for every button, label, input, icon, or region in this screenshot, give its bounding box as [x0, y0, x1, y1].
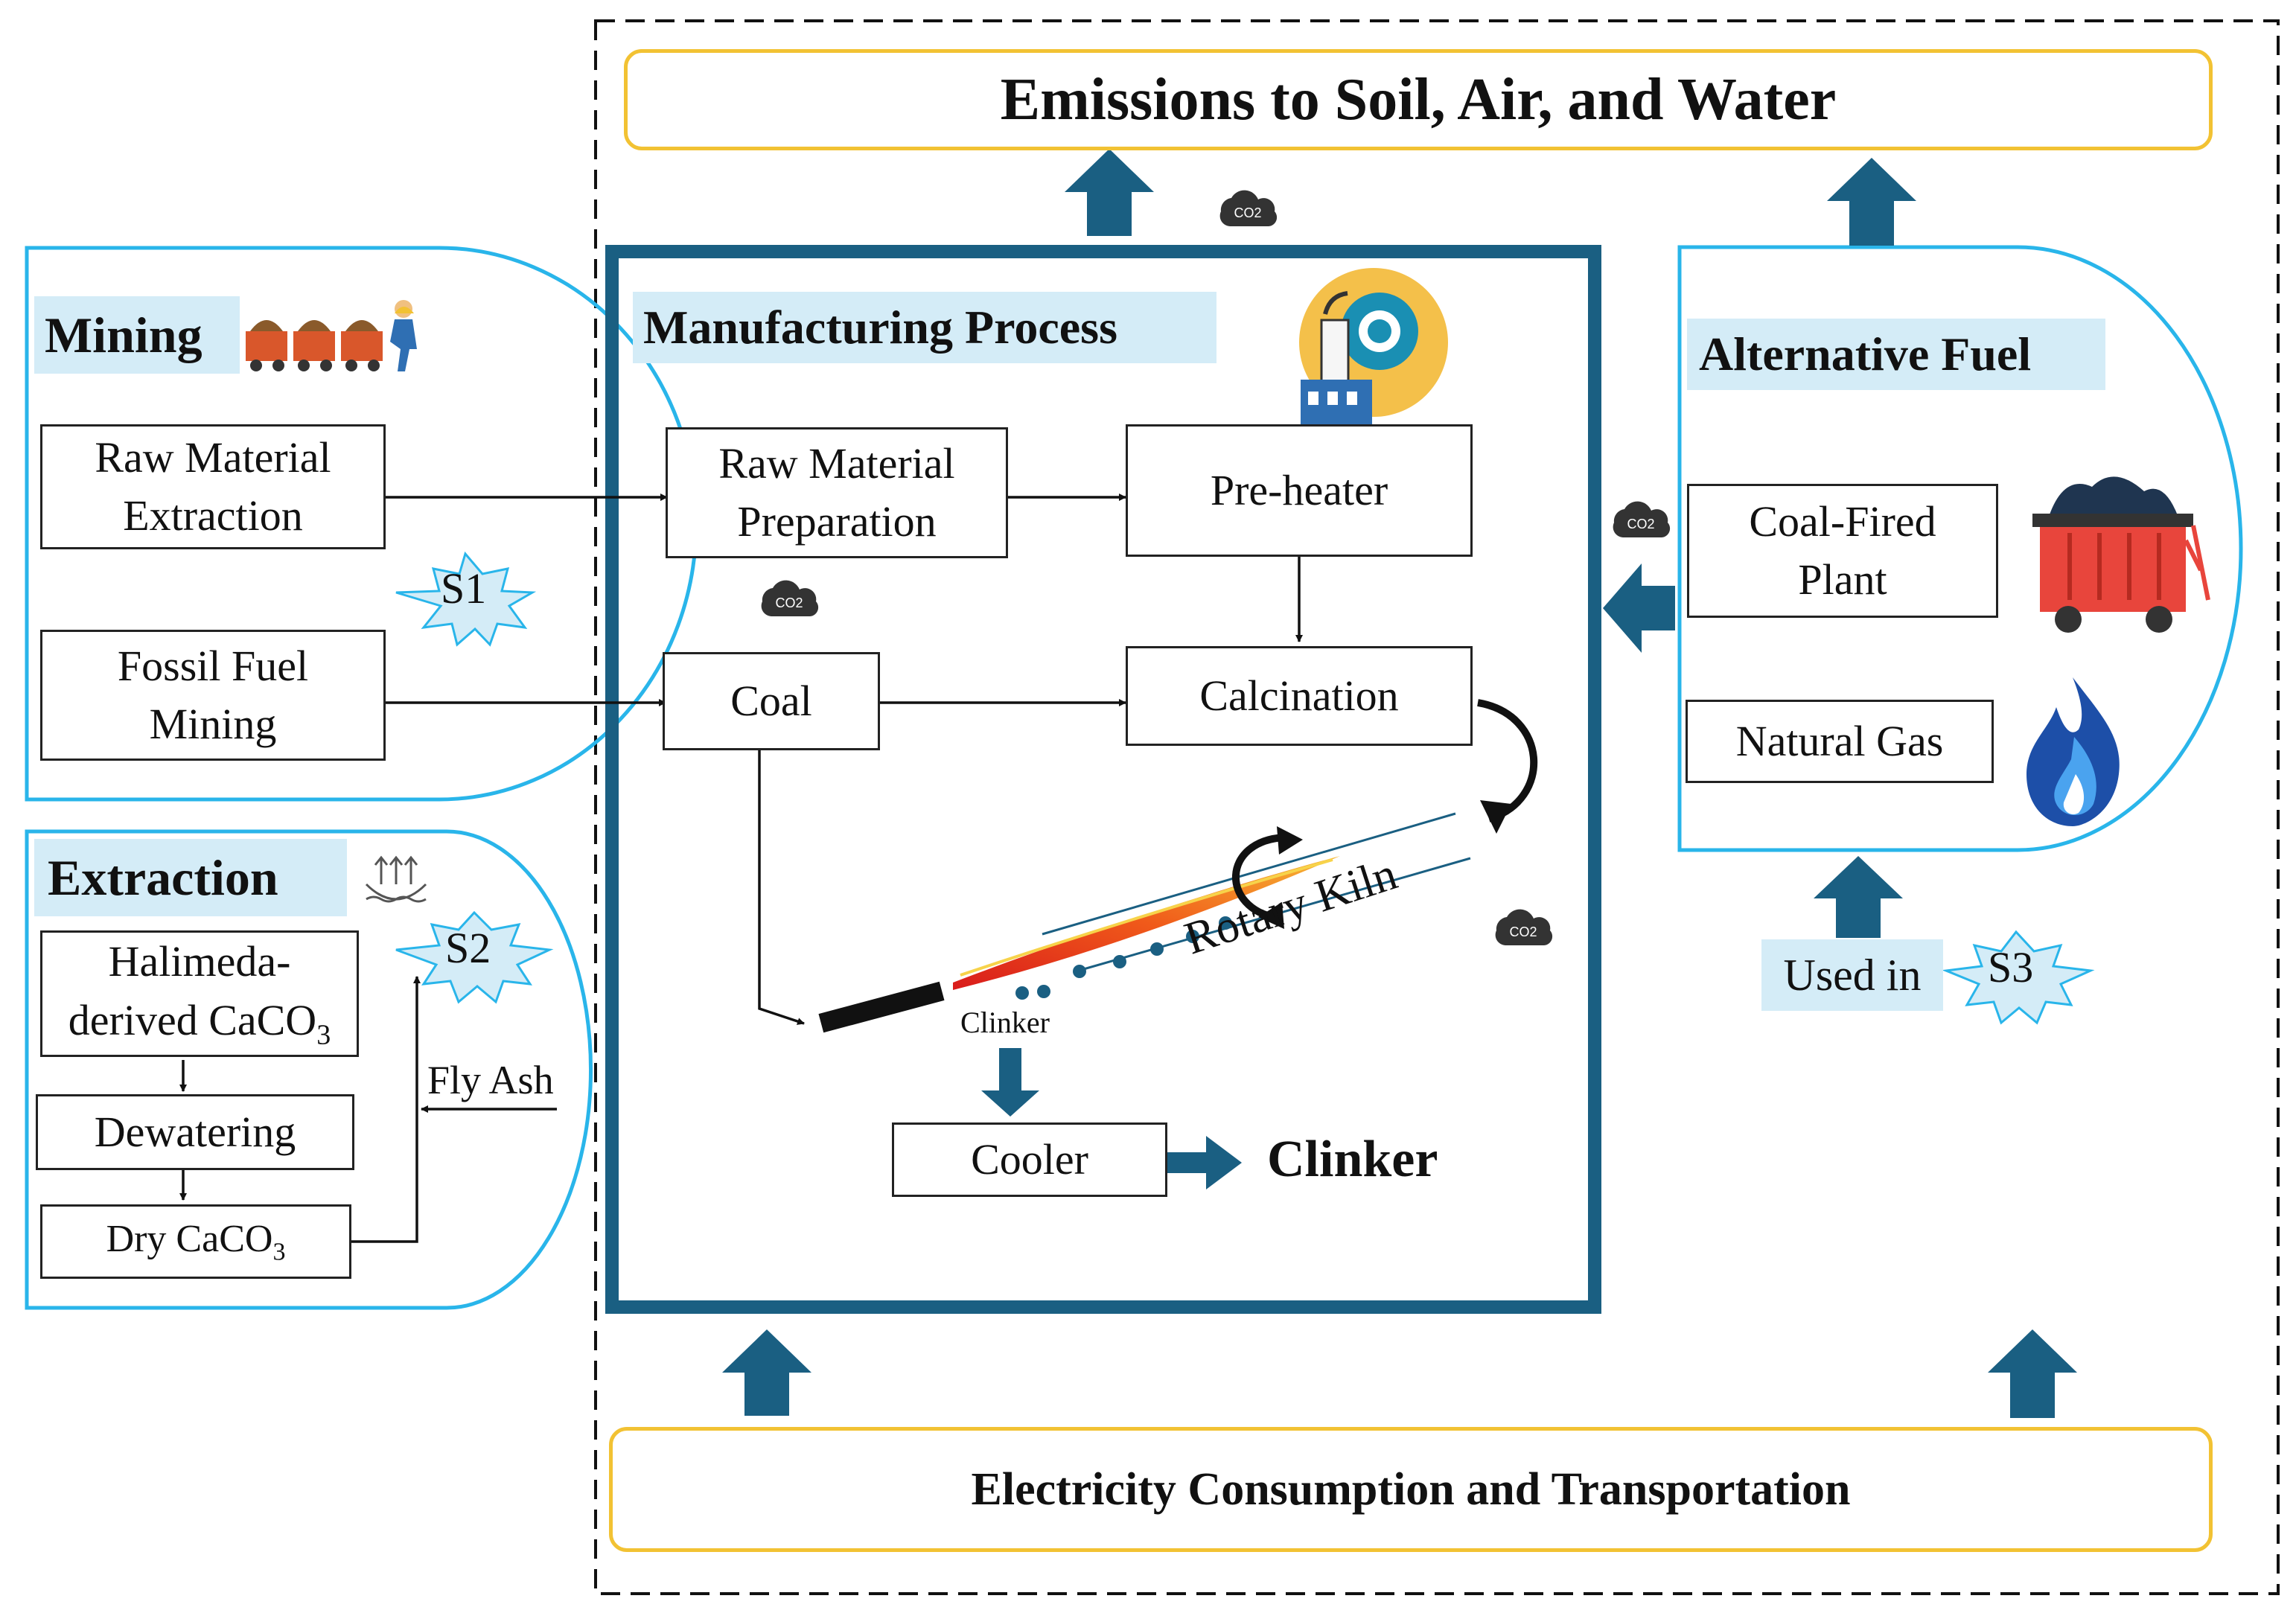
arrow-used-in-to-altfuel — [1814, 856, 1903, 938]
cooler-box: Cooler — [892, 1122, 1167, 1197]
fly-ash-label: Fly Ash — [427, 1058, 554, 1102]
water-extraction-icon — [365, 855, 427, 903]
alternative-fuel-section-shape — [1677, 245, 2243, 852]
electricity-title: Electricity Consumption and Transportati… — [971, 1463, 1851, 1515]
arrow-dry-to-s2 — [351, 976, 421, 1243]
halimeda-subscript: 3 — [316, 1019, 331, 1051]
dry-caco3-text: Dry CaCO — [106, 1218, 273, 1261]
arrow-coal-to-kiln — [758, 750, 805, 1025]
clinker-output-label: Clinker — [1267, 1131, 1438, 1188]
arrow-calcination-to-kiln — [1477, 699, 1537, 823]
alternative-fuel-header: Alternative Fuel — [1687, 319, 2105, 390]
extraction-header: Extraction — [34, 839, 347, 916]
mining-header: Mining — [34, 296, 240, 374]
scenario-s2-label: S2 — [445, 924, 491, 972]
extraction-section-shape — [25, 829, 593, 1310]
cooler-label: Cooler — [971, 1134, 1088, 1184]
connector-lines — [179, 494, 1303, 1243]
arrow-electricity-to-manufacturing-left — [722, 1329, 811, 1416]
emissions-banner: Emissions to Soil, Air, and Water — [624, 49, 2213, 150]
arrow-cooler-to-clinker — [1167, 1136, 1242, 1189]
coal-fired-plant-box: Coal-Fired Plant — [1687, 484, 1998, 618]
co2-clouds: CO2 CO2 CO2 CO2 — [761, 190, 1671, 945]
arrow-altfuel-to-manufacturing — [1603, 563, 1675, 653]
star-s1 — [395, 551, 537, 647]
halimeda-text: Halimeda-derived CaCO — [68, 937, 317, 1044]
pre-heater-label: Pre-heater — [1210, 465, 1388, 514]
electricity-banner: Electricity Consumption and Transportati… — [609, 1427, 2213, 1552]
rotary-kiln-drawing — [818, 812, 1471, 1033]
calcination-label: Calcination — [1199, 671, 1399, 720]
raw-material-extraction-box: Raw Material Extraction — [40, 424, 386, 549]
arrow-electricity-to-altfuel-right — [1988, 1329, 2077, 1418]
manufacturing-frame — [605, 245, 1601, 1314]
calcination-box: Calcination — [1126, 646, 1473, 746]
co2-cloud-top: CO2 — [1219, 190, 1278, 226]
used-in-label: Used in — [1783, 950, 1922, 1000]
up-arrows — [722, 149, 2077, 1418]
star-s2 — [395, 910, 554, 1004]
dewatering-label: Dewatering — [94, 1107, 296, 1156]
fossil-fuel-mining-label: Fossil Fuel Mining — [117, 641, 309, 748]
svg-text:CO2: CO2 — [1627, 517, 1654, 531]
gas-flame-icon — [2026, 677, 2120, 826]
coal-label: Coal — [730, 676, 812, 725]
natural-gas-label: Natural Gas — [1735, 716, 1944, 765]
natural-gas-box: Natural Gas — [1686, 700, 1994, 783]
extraction-title: Extraction — [48, 849, 278, 906]
manufacturing-header: Manufacturing Process — [633, 292, 1216, 363]
clinker-small-label: Clinker — [960, 1006, 1050, 1039]
raw-material-extraction-label: Raw Material Extraction — [95, 432, 331, 540]
dry-caco3-subscript: 3 — [272, 1238, 286, 1266]
mining-title: Mining — [45, 306, 203, 363]
scenario-s1-label: S1 — [441, 564, 487, 613]
emissions-title: Emissions to Soil, Air, and Water — [1000, 66, 1837, 132]
alternative-fuel-title: Alternative Fuel — [1699, 328, 2032, 380]
coal-fired-plant-label: Coal-Fired Plant — [1749, 496, 1936, 604]
pre-heater-box: Pre-heater — [1126, 424, 1473, 557]
svg-text:CO2: CO2 — [775, 595, 803, 610]
halimeda-box: Halimeda-derived CaCO3 — [40, 930, 359, 1057]
star-s3 — [1942, 930, 2095, 1025]
scenario-s3-label: S3 — [1988, 943, 2034, 991]
co2-cloud-preparation: CO2 — [761, 580, 819, 616]
halimeda-label: Halimeda-derived CaCO3 — [58, 933, 341, 1054]
manufacturing-title: Manufacturing Process — [643, 301, 1117, 354]
coal-box: Coal — [663, 652, 880, 750]
fossil-fuel-mining-box: Fossil Fuel Mining — [40, 630, 386, 761]
factory-gear-icon — [1299, 268, 1448, 424]
svg-text:CO2: CO2 — [1509, 924, 1537, 939]
co2-cloud-kiln: CO2 — [1495, 909, 1553, 945]
coal-cart-icon — [2032, 476, 2210, 633]
dry-caco3-label: Dry CaCO3 — [106, 1213, 286, 1269]
arrow-altfuel-to-emissions — [1827, 158, 1916, 246]
co2-cloud-altfuel: CO2 — [1613, 501, 1671, 537]
raw-material-preparation-label: Raw Material Preparation — [718, 438, 955, 546]
scenario-stars — [395, 551, 2095, 1025]
used-in-label-box: Used in — [1761, 939, 1943, 1011]
system-boundary — [594, 19, 2280, 1595]
svg-text:CO2: CO2 — [1234, 205, 1261, 220]
arrow-clinker-to-cooler — [981, 1048, 1039, 1117]
arrow-manufacturing-to-emissions — [1065, 149, 1154, 236]
mining-carts-icon — [246, 300, 417, 371]
arrow-calcination-to-kiln-head — [1480, 800, 1511, 834]
raw-material-preparation-box: Raw Material Preparation — [666, 427, 1008, 558]
dry-caco3-box: Dry CaCO3 — [40, 1204, 351, 1279]
dewatering-box: Dewatering — [36, 1094, 354, 1170]
